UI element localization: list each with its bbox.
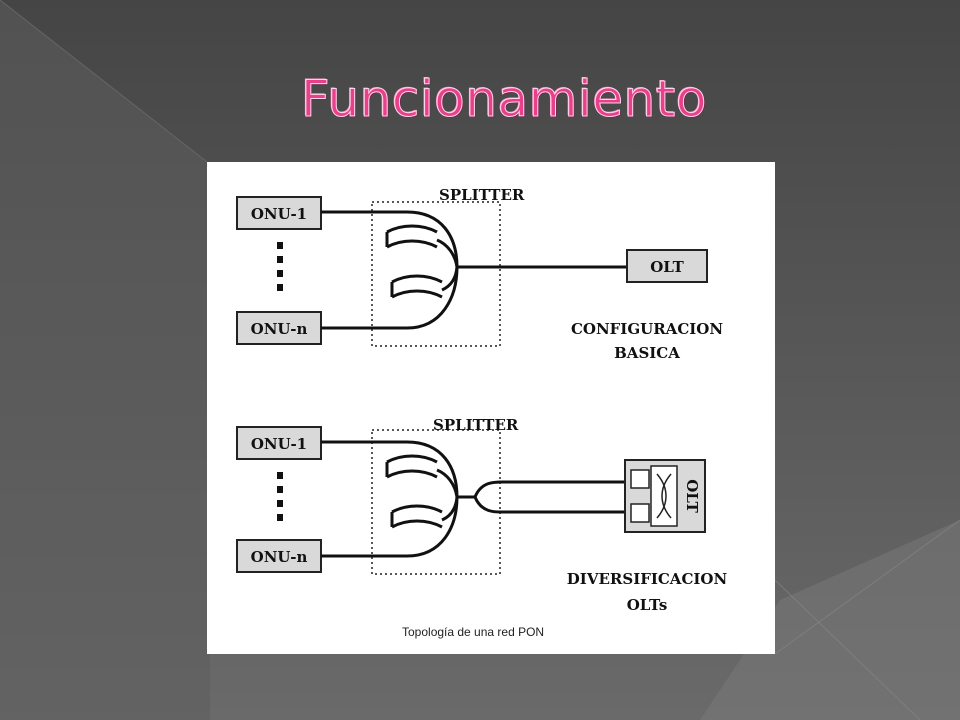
diversification-caption-line1: DIVERSIFICACION — [567, 570, 728, 588]
splitter-box — [371, 201, 501, 347]
onu-1-label: ONU-1 — [251, 205, 307, 223]
splitter-box-bottom — [371, 429, 501, 575]
olt-label-bottom: OLT — [683, 479, 701, 513]
splitter-fibers-bottom — [321, 440, 632, 558]
pon-topology-figure: ONU-1 ONU-n SPLITTER — [207, 162, 775, 654]
onu-n-label: ONU-n — [251, 320, 308, 338]
onu-ellipsis-bottom — [277, 472, 283, 521]
pon-topology-diagram: ONU-1 ONU-n SPLITTER — [236, 186, 728, 639]
olt-diversification-diagram: ONU-1 ONU-n SPLITTER — [236, 416, 728, 614]
onu-1-label-bottom: ONU-1 — [251, 435, 307, 453]
redundant-olt-box: OLT — [624, 459, 706, 533]
olt-label: OLT — [650, 258, 684, 276]
splitter-fibers — [321, 210, 627, 330]
diversification-caption-line2: OLTs — [627, 596, 668, 614]
basic-config-caption-line2: BASICA — [614, 344, 680, 362]
onu-ellipsis — [277, 242, 283, 291]
olt-box — [626, 249, 708, 283]
basic-config-caption-line1: CONFIGURACION — [571, 320, 723, 338]
onu-1-box-bottom — [236, 426, 322, 460]
splitter-label-bottom: SPLITTER — [433, 416, 519, 434]
figure-caption: Topología de una red PON — [402, 625, 544, 639]
basic-configuration-diagram: ONU-1 ONU-n SPLITTER — [236, 186, 723, 362]
slide-title: Funcionamiento — [301, 70, 707, 129]
onu-1-box — [236, 196, 322, 230]
onu-n-label-bottom: ONU-n — [251, 548, 308, 566]
onu-n-box — [236, 311, 322, 345]
splitter-label: SPLITTER — [439, 186, 525, 204]
onu-n-box-bottom — [236, 539, 322, 573]
